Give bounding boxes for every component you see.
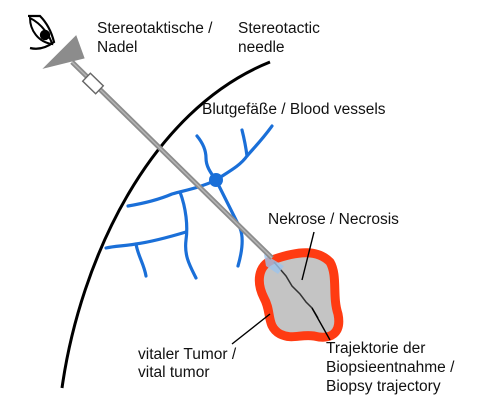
label-needle-en2: needle [238,39,285,56]
vessel-lower-left-tail [134,242,148,278]
vessel-junction-node [209,173,223,187]
label-trajectory-3: Biopsy trajectory [326,378,441,395]
needle-tip-highlight [264,254,284,274]
blood-vessels [104,124,274,280]
vessel-left-down [178,190,198,280]
vessel-lower-left [104,230,188,250]
vessel-left-long [126,178,218,208]
label-vital-tumor-1: vitaler Tumor / [138,346,237,363]
label-necrosis: Nekrose / Necrosis [268,211,399,228]
vessel-small-upper [240,128,249,158]
tumor-vital-border [254,248,344,342]
leader-necrosis [301,231,315,281]
leader-vital-tumor [231,313,271,345]
label-blood-vessels: Blutgefäße / Blood vessels [202,101,386,118]
needle-shaft-highlight [71,61,273,259]
label-trajectory-2: Biopsieentnahme / [326,359,455,376]
label-needle-en: Stereotactic [238,20,320,37]
vessel-upper-left [195,134,218,182]
label-needle-de2: Nadel [97,39,138,56]
leader-trajectory [311,307,331,341]
brain-outline-curve [60,60,271,389]
label-vital-tumor-2: vital tumor [138,364,210,381]
needle-sleeve-box [81,72,105,95]
needle-cone-icon [42,35,85,69]
eye-icon [28,14,56,50]
label-needle-de: Stereotaktische / [97,20,213,37]
label-trajectory-1: Trajektorie der [326,340,425,357]
